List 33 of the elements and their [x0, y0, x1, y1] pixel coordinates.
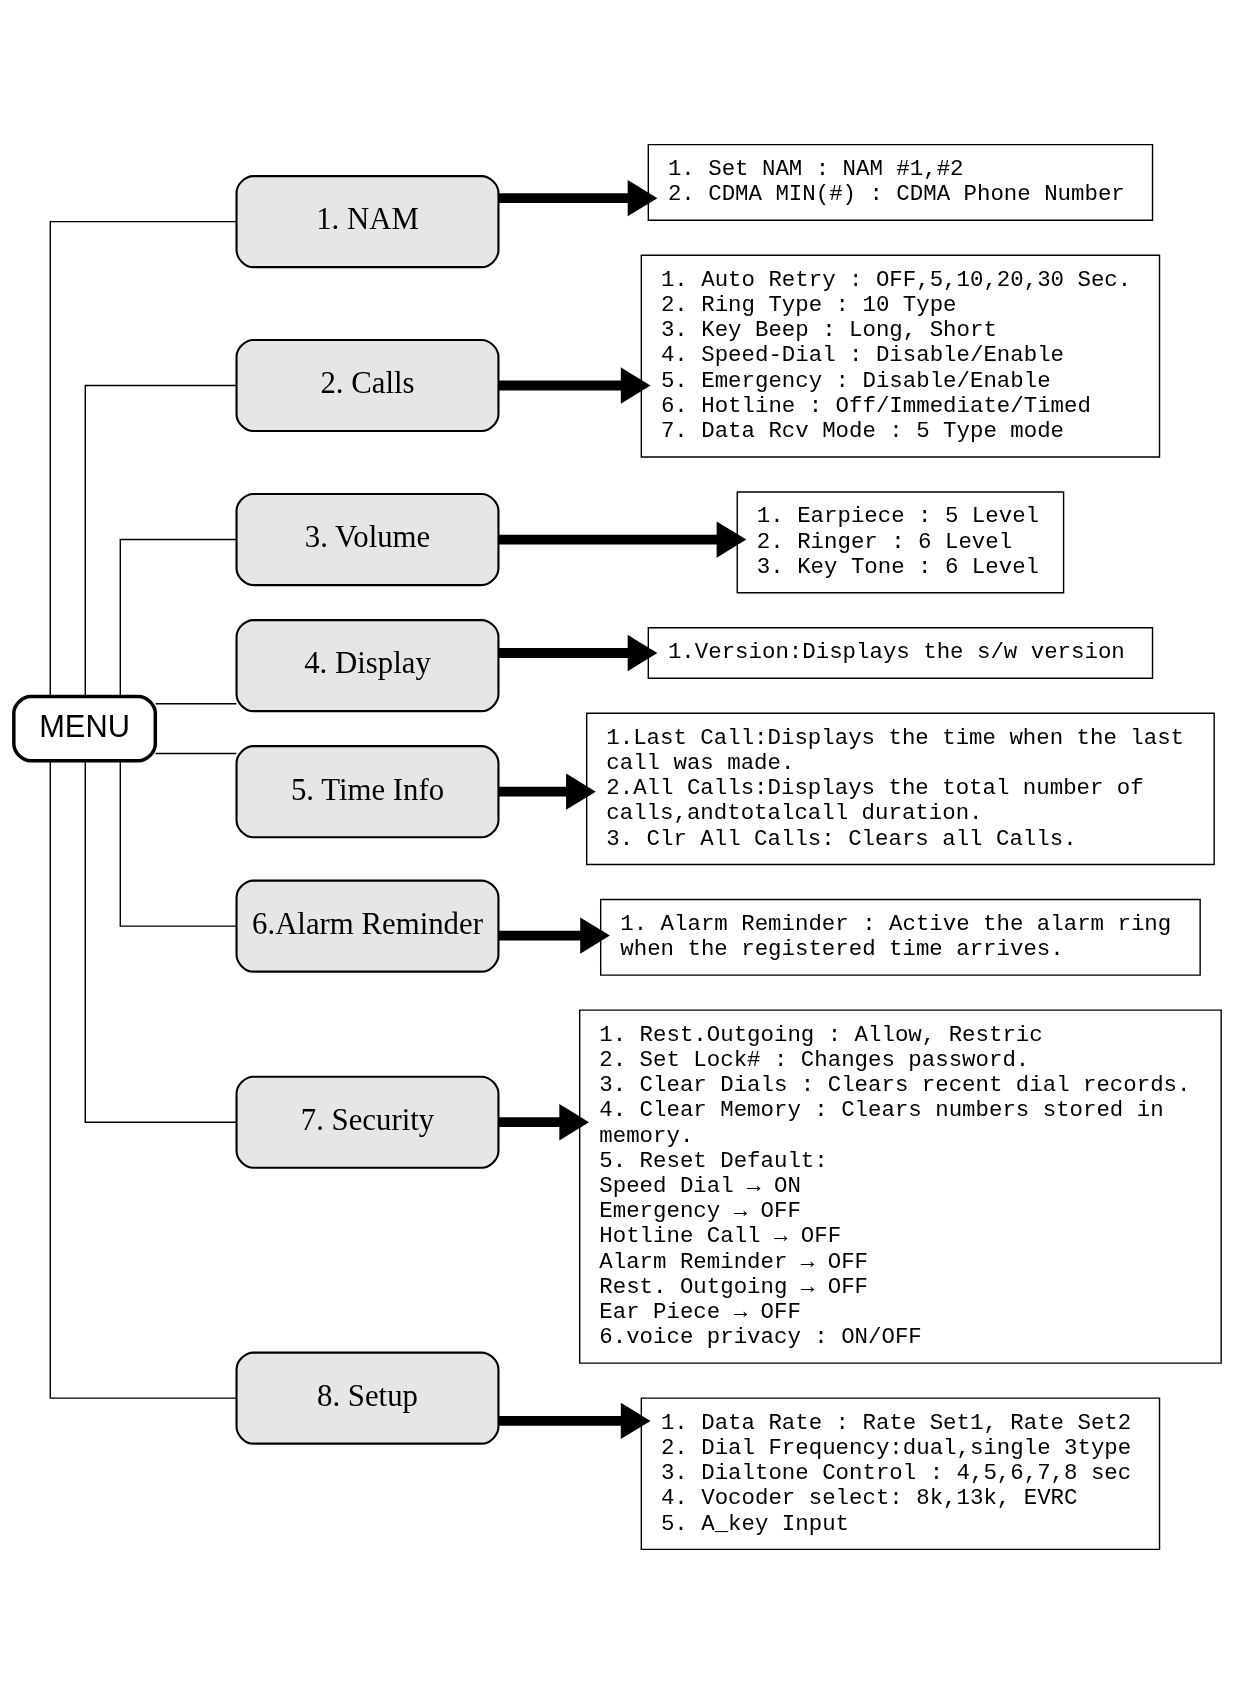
node-box: 1. Set NAM : NAM #1,#2 2. CDMA MIN(#) : CDMA Phone Number: [647, 143, 1154, 221]
connector: [119, 538, 237, 697]
node-box: 3. Volume: [235, 493, 500, 587]
arrow: [498, 180, 658, 217]
arrow: [498, 773, 596, 810]
node-box: 1.Version:Displays the s/w version: [647, 627, 1154, 679]
node-box: 8. Setup: [235, 1351, 500, 1445]
arrow: [498, 521, 747, 558]
node-box: 1. Data Rate : Rate Set1, Rate Set2 2. Dial Frequency:dual,single 3type 3. Dialtone Control : 4,5,6,7,8 sec 4. Vocoder select: 8k,13k, EVRC 5. A_key Input: [640, 1397, 1161, 1551]
connector: [49, 220, 237, 697]
connector: [154, 703, 238, 705]
arrow: [498, 1104, 589, 1141]
connector: [84, 760, 237, 1123]
arrow: [498, 1402, 651, 1440]
connector: [154, 752, 238, 755]
node-box: 1.Last Call:Displays the time when the last call was made. 2.All Calls:Displays the total number of calls,andtotalcall duration. 3. Clr All Calls: Clears all Calls.: [586, 712, 1215, 866]
node-box: 7. Security: [235, 1075, 500, 1169]
node-box: 1. Alarm Reminder : Active the alarm ring when the registered time arrives.: [600, 898, 1201, 976]
node-box: 5. Time Info: [235, 745, 500, 839]
node-box: 4. Display: [235, 619, 500, 713]
arrow: [498, 634, 658, 672]
node-box: 1. Auto Retry : OFF,5,10,20,30 Sec. 2. Ring Type : 10 Type 3. Key Beep : Long, Short 4. Speed-Dial : Disable/Enable 5. Emergency : Disable/Enable 6. Hotline : Off/Immediate/Timed 7. Data Rcv Mode : 5 Type mode: [640, 254, 1161, 458]
node-box: 1. Earpiece : 5 Level 2. Ringer : 6 Level 3. Key Tone : 6 Level: [736, 491, 1065, 594]
node-box: 1. NAM: [235, 175, 500, 269]
node-box: 6.Alarm Reminder: [235, 879, 500, 973]
node-box: 1. Rest.Outgoing : Allow, Restric 2. Set Lock# : Changes password. 3. Clear Dials : Clears recent dial records. 4. Clear Memory : Clears numbers stored in memory. 5. Reset Default: Speed Dial → ON Emergency → OFF Hotline Call → OFF Alarm Reminder → OFF Rest. Outgoing → OFF Ear Piece → OFF 6.voice privacy : ON/OFF: [578, 1009, 1222, 1364]
arrow: [498, 367, 651, 404]
connector: [119, 760, 237, 927]
connector: [49, 760, 237, 1399]
node-box: MENU: [12, 694, 158, 763]
node-box: 2. Calls: [235, 338, 500, 433]
connector: [84, 384, 237, 698]
arrow: [498, 917, 610, 954]
